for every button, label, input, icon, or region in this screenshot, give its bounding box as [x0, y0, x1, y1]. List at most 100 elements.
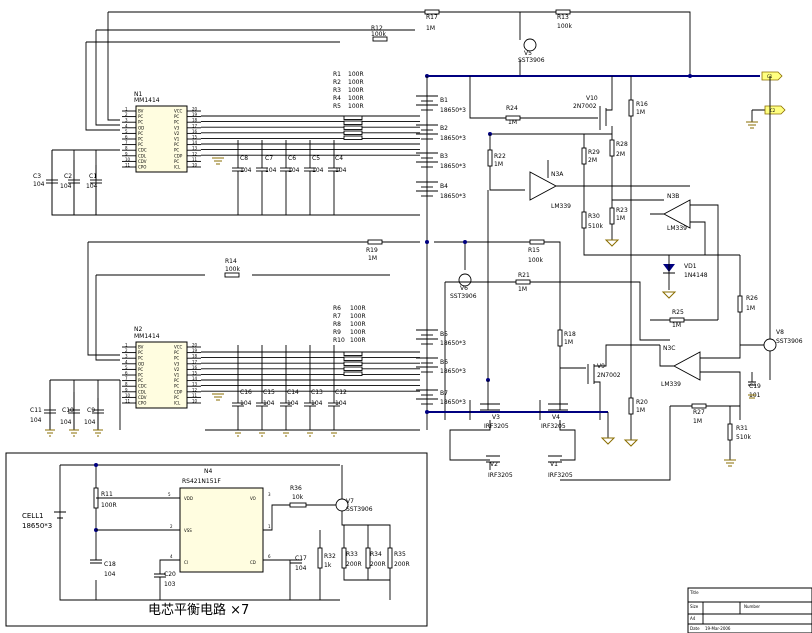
resistor-r30 [581, 211, 587, 229]
svg-text:104: 104 [287, 400, 299, 407]
chip-pin-label: OD [138, 125, 144, 130]
svg-text:IRF3205: IRF3205 [548, 472, 573, 479]
svg-text:CI: CI [184, 560, 188, 565]
r13-val: 100k [557, 23, 572, 30]
svg-text:1N4148: 1N4148 [684, 272, 708, 279]
svg-text:R14: R14 [225, 258, 237, 265]
svg-text:N3B: N3B [667, 193, 679, 200]
svg-text:B2: B2 [440, 125, 448, 132]
chip-pin-label: PC [138, 367, 143, 372]
chip-pin-number: 2 [125, 112, 128, 117]
svg-text:100R: 100R [348, 87, 364, 94]
svg-text:VSS: VSS [184, 528, 192, 533]
r13-ref: R13 [557, 14, 569, 21]
svg-text:104: 104 [60, 419, 72, 426]
chip-pin-number: 16 [192, 129, 198, 134]
battery-stack-b5-b7 [416, 329, 438, 405]
port-c1 [761, 71, 783, 81]
svg-text:LM339: LM339 [551, 203, 571, 210]
svg-text:100R: 100R [350, 305, 366, 312]
caps-c9-c11 [44, 380, 104, 437]
svg-text:LM339: LM339 [661, 381, 681, 388]
svg-text:N3C: N3C [663, 345, 676, 352]
svg-text:100R: 100R [348, 79, 364, 86]
ground-icon [93, 429, 103, 437]
opamp-n3a [529, 171, 557, 201]
svg-text:B5: B5 [440, 331, 448, 338]
ground-icon [45, 429, 55, 437]
svg-text:104: 104 [86, 183, 98, 190]
chip-pin-label: ICL [174, 165, 181, 170]
svg-text:100R: 100R [350, 337, 366, 344]
resistor-network-element [343, 120, 363, 125]
n1-ref: N1 [134, 91, 142, 98]
chip-pin-number: 8 [125, 146, 128, 151]
resistor-r15 [529, 239, 545, 245]
svg-text:N3A: N3A [551, 171, 564, 178]
svg-text:R30: R30 [588, 213, 600, 220]
svg-text:104: 104 [60, 183, 72, 190]
chip-pin-label: ICL [174, 401, 181, 406]
svg-text:C18: C18 [104, 561, 116, 568]
chip-pin-number: 11 [192, 393, 198, 398]
svg-text:18650*3: 18650*3 [440, 368, 466, 375]
svg-text:Title: Title [689, 590, 699, 595]
svg-text:103: 103 [164, 581, 176, 588]
inset-frame [5, 452, 428, 627]
svg-text:4: 4 [170, 554, 173, 559]
svg-text:100R: 100R [348, 71, 364, 78]
chip-pin-number: 1 [125, 343, 128, 348]
svg-text:104: 104 [312, 167, 324, 174]
chip-pin-number: 19 [192, 348, 198, 353]
chip-pin-number: 19 [192, 112, 198, 117]
chip-pin-label: PC [174, 395, 179, 400]
chip-pin-number: 18 [192, 354, 198, 359]
svg-text:1M: 1M [494, 161, 503, 168]
svg-text:R21: R21 [518, 272, 530, 279]
svg-text:V9: V9 [597, 363, 605, 370]
svg-text:104: 104 [288, 167, 300, 174]
svg-text:5: 5 [168, 492, 171, 497]
svg-text:Date: Date [690, 626, 700, 631]
svg-text:B4: B4 [440, 183, 448, 190]
chip-pin-number: 14 [192, 376, 198, 381]
chip-pin-label: CDV [138, 159, 147, 164]
chip-pin-number: 3 [125, 354, 128, 359]
svg-text:100R: 100R [350, 329, 366, 336]
svg-text:R25: R25 [672, 309, 684, 316]
chip-pin-label: CDC [138, 148, 147, 153]
resistor-r22 [487, 149, 493, 167]
chip-pin-label: PC [138, 356, 143, 361]
resistor-r16 [628, 99, 634, 117]
chip-pin-label: CDL [138, 153, 147, 158]
resistor-r13 [555, 9, 571, 15]
chip-pin-label: VCC [174, 345, 183, 350]
chip-pin-label: V2 [174, 367, 180, 372]
chip-pin-label: PC [138, 137, 143, 142]
chip-pin-number: 7 [125, 376, 128, 381]
svg-text:SST3906: SST3906 [346, 506, 373, 513]
chip-pin-number: 17 [192, 359, 198, 364]
chip-pin-number: 2 [125, 348, 128, 353]
chip-pin-number: 5 [125, 365, 128, 370]
chip-pin-number: 15 [192, 135, 198, 140]
chip-pin-label: PC [174, 142, 179, 147]
caps-c4-c8 [232, 140, 340, 215]
svg-text:CD: CD [250, 560, 256, 565]
svg-text:104: 104 [335, 167, 347, 174]
svg-text:V2: V2 [490, 461, 498, 468]
top-section: R12 100k R17 1M R13 100k V5 SST3906 C1 C… [33, 9, 786, 447]
chip-pin-label: PC [174, 356, 179, 361]
svg-text:V6: V6 [460, 285, 468, 292]
svg-text:1: 1 [268, 524, 271, 529]
svg-text:C3: C3 [33, 173, 41, 180]
chip-pin-number: 10 [125, 157, 131, 162]
chip-pin-label: PC [138, 378, 143, 383]
circuit-title: 电芯平衡电路 ×7 [148, 602, 249, 618]
resistor-r21 [515, 279, 531, 285]
svg-text:19-Mar-2006: 19-Mar-2006 [705, 626, 731, 631]
chip-pin-label: PC [174, 114, 179, 119]
svg-text:R20: R20 [636, 399, 648, 406]
